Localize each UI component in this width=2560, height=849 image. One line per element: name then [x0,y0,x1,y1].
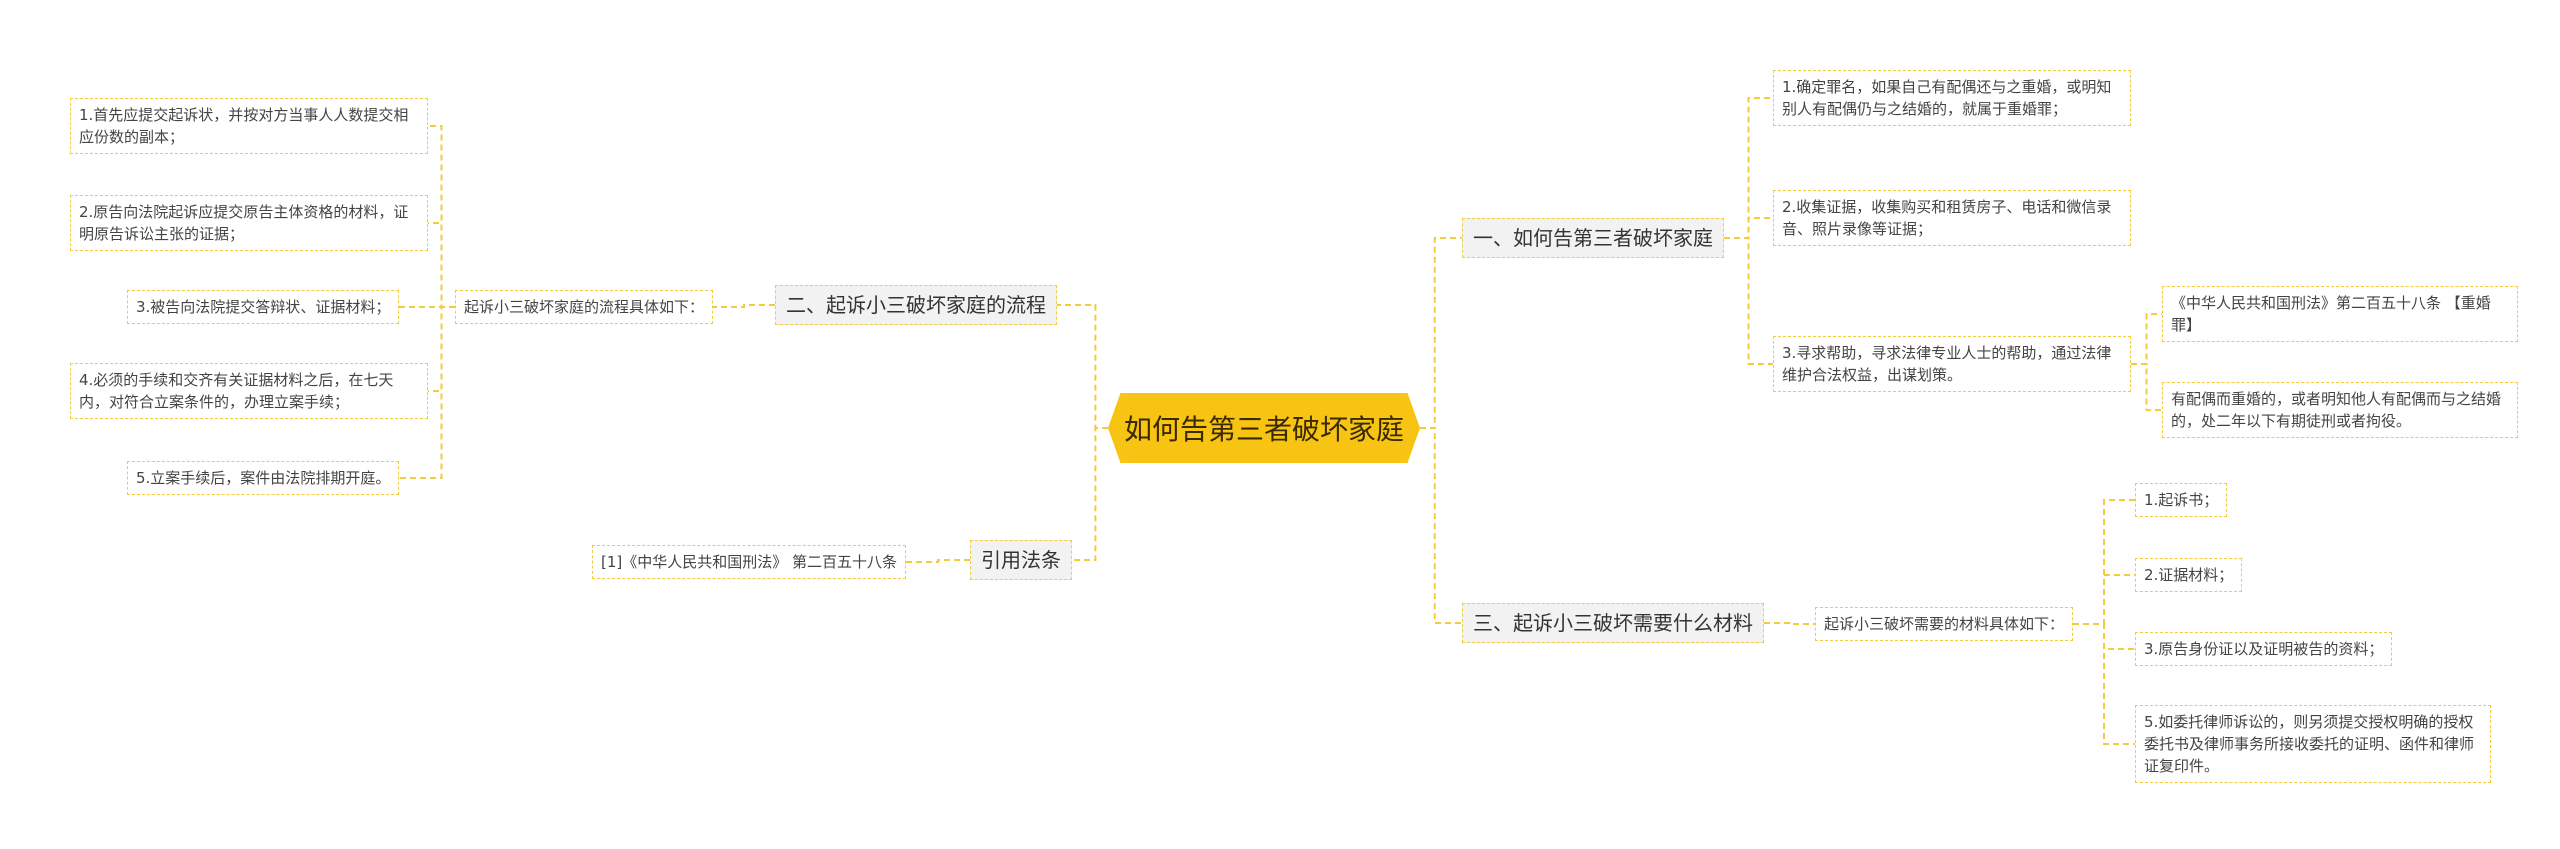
leaf-evidence-materials[interactable]: 2.证据材料； [2135,558,2243,592]
leaf-criminal-law-article[interactable]: 《中华人民共和国刑法》第二百五十八条 【重婚罪】 [2162,286,2518,342]
leaf-collect-evidence[interactable]: 2.收集证据，收集购买和租赁房子、电话和微信录音、照片录像等证据； [1773,190,2131,246]
leaf-plaintiff-materials[interactable]: 2.原告向法院起诉应提交原告主体资格的材料，证明原告诉讼主张的证据； [70,195,428,251]
branch-required-materials[interactable]: 三、起诉小三破坏需要什么材料 [1462,603,1764,643]
materials-intro[interactable]: 起诉小三破坏需要的材料具体如下： [1815,607,2074,641]
process-intro[interactable]: 起诉小三破坏家庭的流程具体如下： [455,290,714,324]
branch-how-to-sue[interactable]: 一、如何告第三者破坏家庭 [1462,218,1724,258]
leaf-seek-help[interactable]: 3.寻求帮助，寻求法律专业人士的帮助，通过法律维护合法权益，出谋划策。 [1773,336,2131,392]
leaf-determine-charge[interactable]: 1.确定罪名，如果自己有配偶还与之重婚，或明知别人有配偶仍与之结婚的，就属于重婚… [1773,70,2131,126]
leaf-id-documents[interactable]: 3.原告身份证以及证明被告的资料； [2135,632,2393,666]
leaf-defendant-response[interactable]: 3.被告向法院提交答辩状、证据材料； [127,290,400,324]
leaf-file-complaint[interactable]: 1.首先应提交起诉状，并按对方当事人人数提交相应份数的副本； [70,98,428,154]
leaf-cited-article[interactable]: [1]《中华人民共和国刑法》 第二百五十八条 [592,545,907,579]
branch-cited-law[interactable]: 引用法条 [970,540,1072,580]
leaf-complaint[interactable]: 1.起诉书； [2135,483,2228,517]
leaf-lawyer-authorization[interactable]: 5.如委托律师诉讼的，则另须提交授权明确的授权委托书及律师事务所接收委托的证明、… [2135,705,2491,783]
branch-litigation-process[interactable]: 二、起诉小三破坏家庭的流程 [775,285,1057,325]
leaf-case-filing[interactable]: 4.必须的手续和交齐有关证据材料之后，在七天内，对符合立案条件的，办理立案手续； [70,363,428,419]
leaf-bigamy-penalty[interactable]: 有配偶而重婚的，或者明知他人有配偶而与之结婚的，处二年以下有期徒刑或者拘役。 [2162,382,2518,438]
root-topic[interactable]: 如何告第三者破坏家庭 [1108,393,1420,463]
leaf-court-schedule[interactable]: 5.立案手续后，案件由法院排期开庭。 [127,461,400,495]
